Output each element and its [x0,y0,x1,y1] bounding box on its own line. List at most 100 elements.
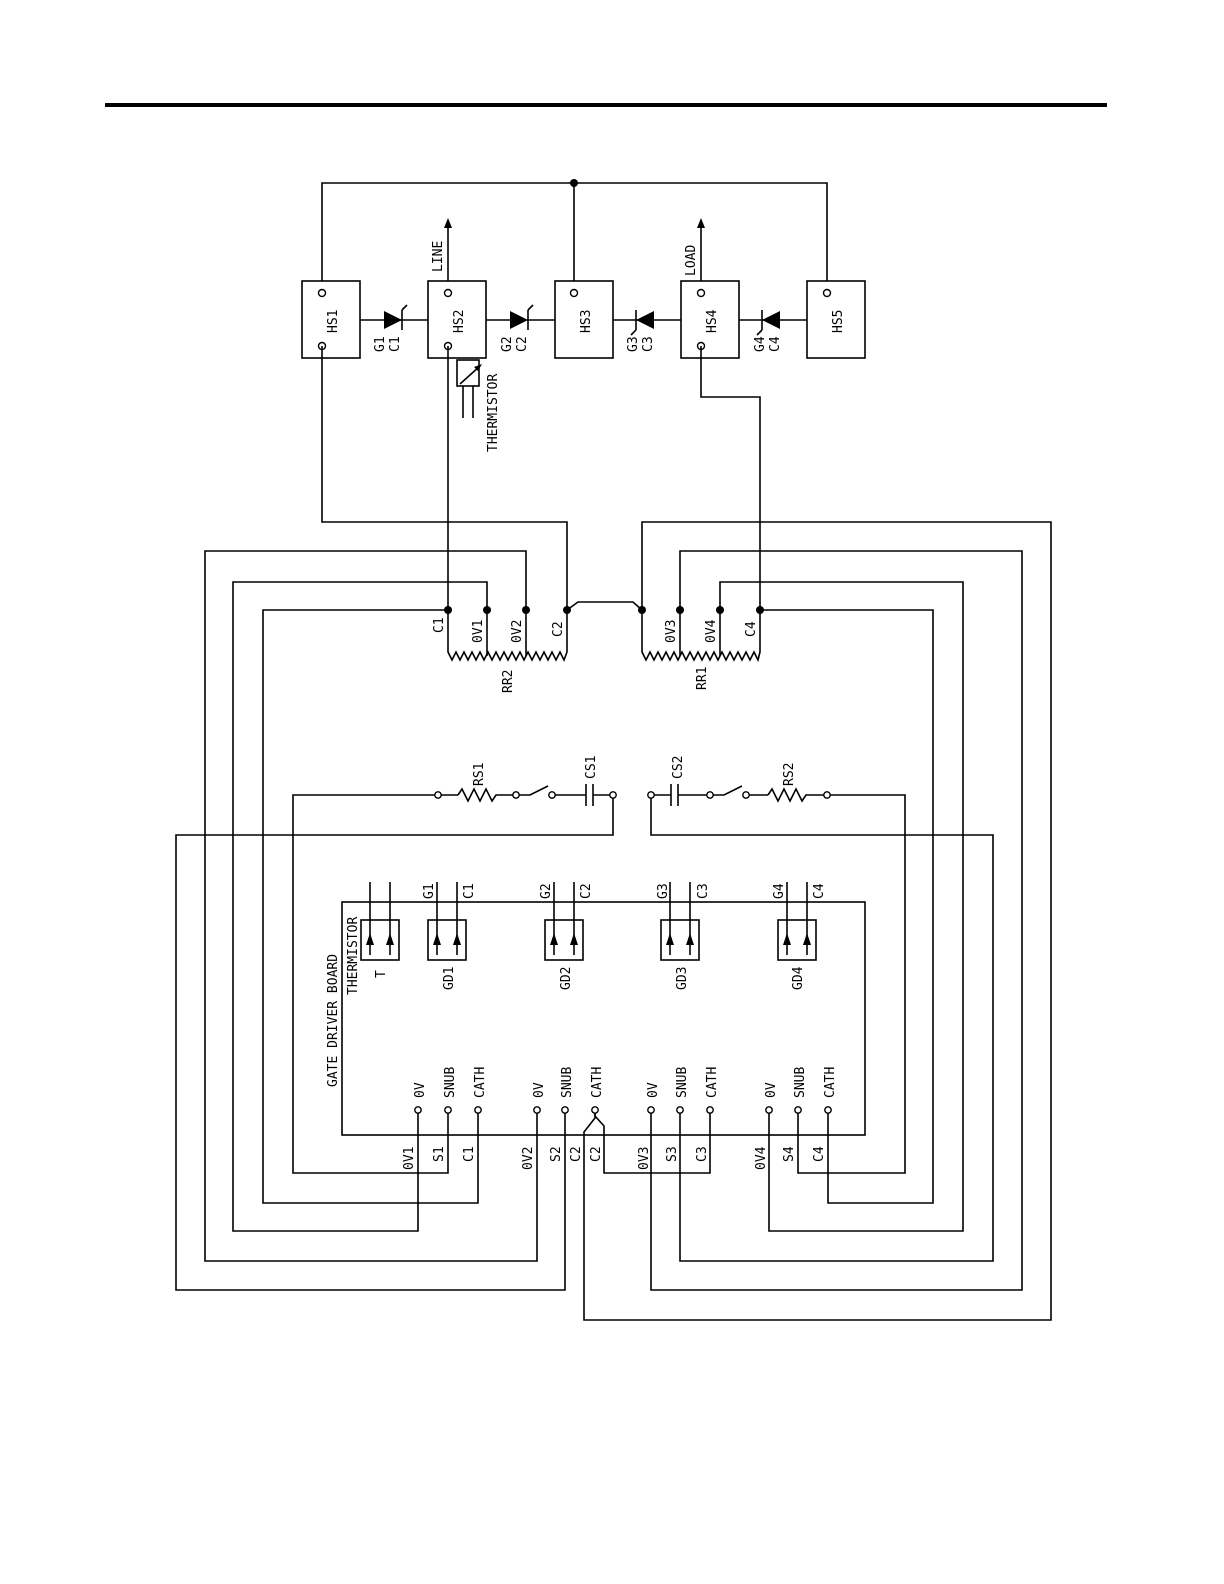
terminal-pin-cath3 [707,1107,713,1113]
heatsink-hs3: HS3 [555,281,613,358]
svg-text:C3: C3 [695,1146,710,1162]
svg-text:HS4: HS4 [705,309,720,333]
svg-text:S1: S1 [432,1146,447,1162]
svg-text:SNUB: SNUB [560,1067,575,1098]
connector-t-label: T [374,970,389,978]
connector-gd1-label: GD1 [442,967,457,990]
scr-4-cathode-label: C4 [768,336,783,352]
rs2-resistor [768,789,827,801]
hs3-top-pin [571,290,578,297]
header-rule [105,103,1107,107]
thermistor-label: THERMISTOR [486,374,501,452]
terminal-pin-snub2 [562,1107,568,1113]
svg-text:SNUB: SNUB [675,1067,690,1098]
wire-0v4-0v4 [720,582,963,1231]
svg-text:CATH: CATH [590,1067,605,1098]
connector-gd2-pin-g: G2 [539,883,554,899]
heatsink-hs1: HS1 [302,281,360,358]
wire-hs1-to-c2 [322,346,567,610]
terminal-pin-cath2 [592,1107,598,1113]
svg-text:S4: S4 [782,1146,797,1162]
svg-text:HS3: HS3 [579,310,594,333]
rs1-switch [516,786,548,795]
scr-2-cathode-label: C2 [515,336,530,352]
connector-gd2-pin-c: C2 [579,883,594,899]
svg-text:0V2: 0V2 [521,1147,536,1170]
heatsink-hs4: HS4 [681,281,739,358]
line-arrow-icon [444,218,452,228]
wire-c2-cath3 [595,1110,710,1173]
board-title: GATE DRIVER BOARD [326,954,341,1087]
rr2-label: RR2 [501,670,516,693]
wire-0v1-0v1 [233,582,487,1231]
scr-2 [486,305,555,330]
board-thermistor-label: THERMISTOR [346,917,361,995]
wire-0v3-cath2 [584,522,1051,1320]
terminal-pin-snub4 [795,1107,801,1113]
svg-text:C2: C2 [569,1146,584,1162]
scr-2-triangle-icon [510,311,528,329]
cs1-label: CS1 [584,756,599,779]
terminal-bottom-labels: 0V1 S1 C1 0V2 S2 C2 C2 0V3 S3 C3 0V4 S4 … [402,1146,827,1170]
terminal-pin-snub3 [677,1107,683,1113]
wire-rs1-snub1 [293,795,448,1173]
hs5-top-pin [824,290,831,297]
svg-text:0V: 0V [413,1082,428,1098]
svg-text:S2: S2 [549,1146,564,1162]
heatsink-hs5: HS5 [807,281,865,358]
rr1-tap-0v4: 0V4 [704,619,719,643]
wire-c2-0v3-jumper [567,602,642,610]
wire-c4-cath4 [760,610,933,1203]
svg-text:SNUB: SNUB [443,1067,458,1098]
scr-4-gate-label: G4 [753,336,768,352]
hs2-top-pin [445,290,452,297]
rr2-tap-c2: C2 [551,621,566,637]
connector-gd3-pin-g: G3 [656,883,671,899]
svg-text:CATH: CATH [473,1067,488,1098]
svg-text:0V: 0V [532,1082,547,1098]
scr-3-triangle-icon [636,311,654,329]
rr1-tap-0v3: 0V3 [664,620,679,643]
terminal-pin-snub1 [445,1107,451,1113]
terminal-pin-0v2 [534,1107,540,1113]
hs1-top-pin [319,290,326,297]
terminal-pin-cath1 [475,1107,481,1113]
svg-text:HS2: HS2 [452,310,467,333]
svg-text:HS1: HS1 [326,310,341,333]
terminal-top-labels: 0V SNUB CATH 0V SNUB CATH 0V SNUB CATH 0… [413,1067,838,1098]
thermistor-sensor [457,360,482,418]
svg-text:CATH: CATH [705,1067,720,1098]
rs2-label: RS2 [782,763,797,786]
rr1-tap-c4: C4 [744,621,759,637]
terminal-pin-cath4 [825,1107,831,1113]
line-label: LINE [431,241,446,272]
terminal-pin-0v4 [766,1107,772,1113]
svg-text:C1: C1 [462,1146,477,1162]
connector-gd3-label: GD3 [675,967,690,990]
connector-gd4-label: GD4 [791,966,806,990]
rs1-label: RS1 [472,763,487,786]
scr-2-gate-label: G2 [500,336,515,352]
wire-cs1-snub2 [176,795,613,1290]
scr-3 [613,310,681,335]
scr-1-gate-label: G1 [373,336,388,352]
rr2-tap-c1: C1 [432,617,447,633]
rs1-resistor [458,789,516,801]
wiring-harness [176,346,1051,1320]
svg-text:0V1: 0V1 [402,1147,417,1170]
svg-text:0V: 0V [764,1082,779,1098]
scr-1 [360,305,428,330]
wire-0v2-0v2 [205,551,537,1261]
svg-text:SNUB: SNUB [793,1067,808,1098]
scr-3-gate-label: G3 [626,336,641,352]
connector-t [361,882,399,960]
scr-1-cathode-label: C1 [388,336,403,352]
scr-3-cathode-label: C3 [641,336,656,352]
connector-gd1-pin-c: C1 [462,883,477,899]
wire-rs2-snub4 [798,795,905,1173]
svg-text:0V: 0V [646,1082,661,1098]
svg-text:C4: C4 [812,1146,827,1162]
bus-junction [570,179,578,187]
svg-text:S3: S3 [665,1146,680,1162]
